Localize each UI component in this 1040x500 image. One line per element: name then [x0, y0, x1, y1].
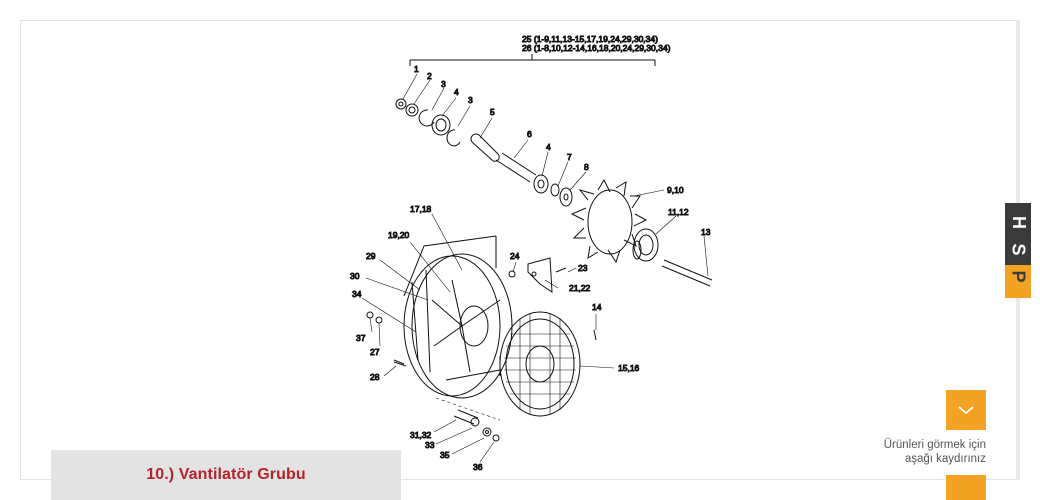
logo-letters: H S P: [1005, 209, 1031, 290]
label-p36: 36: [473, 462, 483, 472]
label-p33: 33: [425, 440, 435, 450]
label-p1: 1: [414, 64, 419, 74]
label-p19-20: 19,20: [388, 230, 410, 240]
exploded-fan-diagram: 25 (1-9,11,13-15,17,19,24,29,30,34) 26 (…: [350, 34, 713, 473]
label-p24: 24: [510, 251, 520, 261]
label-p30: 30: [350, 271, 360, 281]
label-p21-22: 21,22: [569, 283, 591, 293]
label-header-2: 26 (1-8,10,12-14,16,18,20,24,29,30,34): [522, 43, 671, 53]
scroll-hint: Ürünleri görmek için aşağı kaydırınız: [850, 438, 986, 466]
label-p27: 27: [370, 347, 380, 357]
label-p5: 5: [490, 107, 495, 117]
label-p4b: 4: [546, 142, 551, 152]
label-p4a: 4: [454, 87, 459, 97]
label-p14: 14: [592, 302, 602, 312]
logo-dark-block: [1005, 203, 1031, 265]
label-p17-18: 17,18: [410, 204, 432, 214]
label-p15-16: 15,16: [618, 363, 640, 373]
label-p29: 29: [366, 251, 376, 261]
caption-title[interactable]: 10.) Vantilatör Grubu: [146, 466, 306, 483]
label-p31-32: 31,32: [410, 430, 432, 440]
label-p2: 2: [427, 71, 432, 81]
label-p3b: 3: [468, 95, 473, 105]
hsp-logo-tab[interactable]: H S P: [1005, 203, 1031, 298]
label-p11-12: 11,12: [668, 207, 689, 217]
label-p28: 28: [370, 372, 380, 382]
logo-letter-p: P: [1008, 270, 1029, 283]
label-p6: 6: [527, 129, 532, 139]
content-card: [20, 20, 1018, 480]
logo-letter-s: S: [1008, 243, 1029, 256]
label-p35: 35: [440, 450, 450, 460]
label-p8: 8: [584, 162, 589, 172]
label-header-1: 25 (1-9,11,13-15,17,19,24,29,30,34): [522, 34, 658, 44]
label-p34: 34: [352, 289, 362, 299]
product-caption[interactable]: 10.) Vantilatör Grubu: [51, 450, 401, 500]
label-p13: 13: [701, 227, 711, 237]
label-p37: 37: [356, 333, 366, 343]
scroll-down-button[interactable]: [946, 390, 986, 430]
label-p3a: 3: [441, 79, 446, 89]
label-p23: 23: [578, 263, 588, 273]
scroll-hint-line-1: Ürünleri görmek için: [883, 439, 986, 451]
scroll-hint-line-2: aşağı kaydırınız: [904, 453, 986, 465]
chevron-down-icon: [958, 406, 974, 415]
secondary-scroll-button[interactable]: [946, 475, 986, 500]
label-p9-10: 9,10: [667, 185, 684, 195]
logo-letter-h: H: [1008, 216, 1029, 229]
label-p7: 7: [567, 152, 572, 162]
